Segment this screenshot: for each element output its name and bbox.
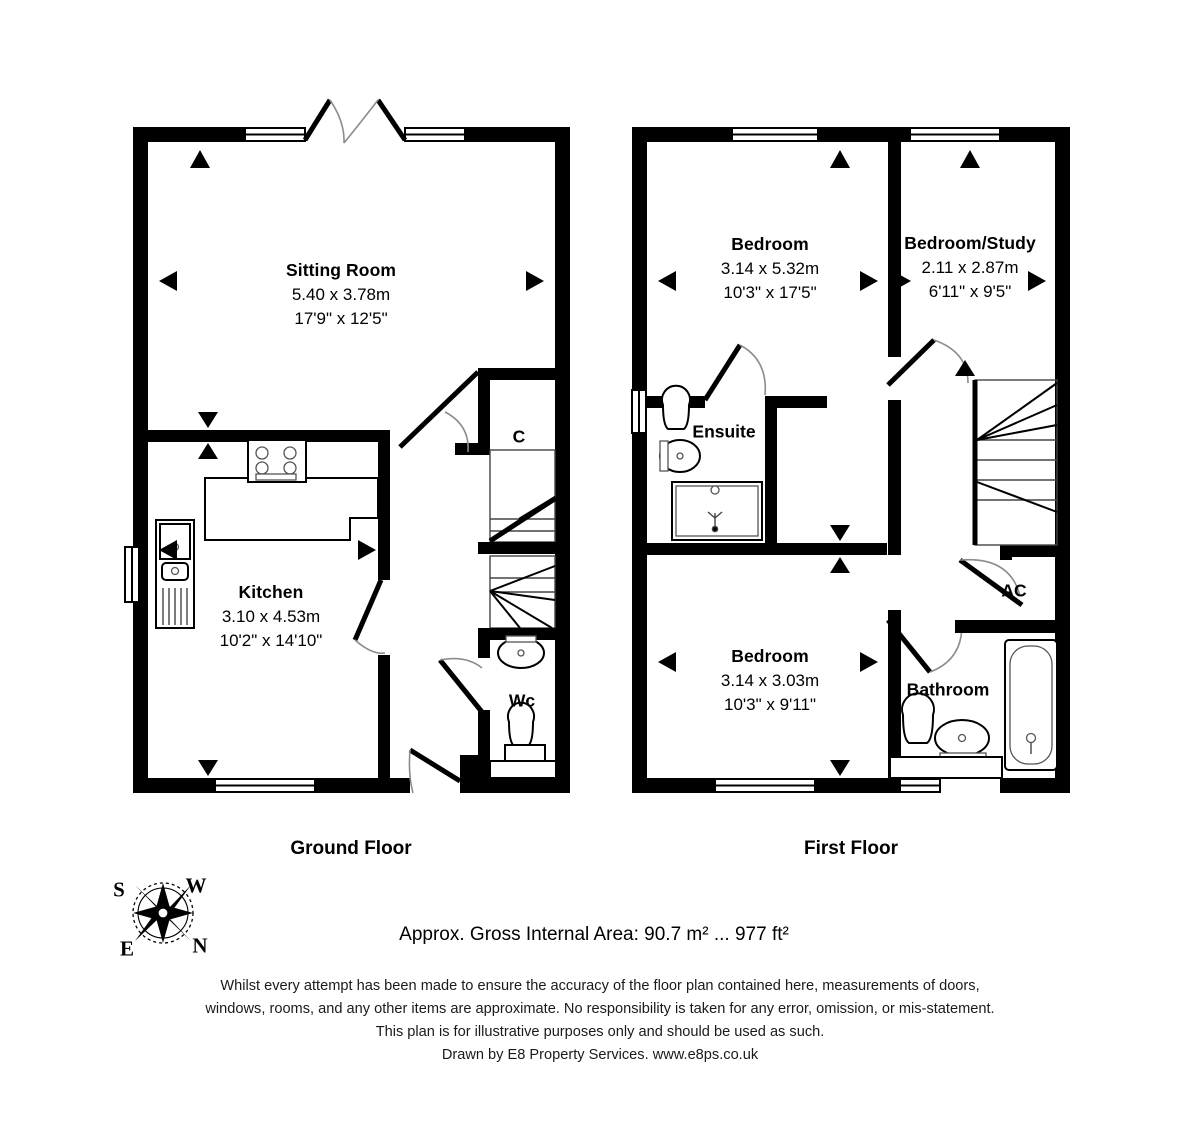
wall-gf-sitting-kitchen xyxy=(148,430,390,442)
wall-ff-ac-left xyxy=(1000,545,1012,560)
dim-arrow-gf-5 xyxy=(198,443,218,459)
door-swing-front-entrance xyxy=(408,749,414,794)
wall-gf-wc-left-lower xyxy=(478,710,490,760)
door-swing-bedroom-1 xyxy=(739,344,767,396)
dim-arrow-ff-5 xyxy=(893,271,911,291)
dim-arrow-ff-2 xyxy=(960,150,980,168)
kitchen-worktop xyxy=(204,477,379,541)
door-swing-kitchen xyxy=(354,639,386,655)
bathroom-counter xyxy=(889,756,1003,779)
basin-taps-wc xyxy=(505,635,537,643)
wall-ff-bed1-study xyxy=(888,127,901,357)
door-french-left xyxy=(302,98,333,142)
bath-drain xyxy=(1025,732,1037,744)
door-bedroom-2 xyxy=(886,618,932,674)
door-swing-bedroom-study xyxy=(933,339,969,384)
wall-ff-bottom-right xyxy=(1000,778,1070,793)
wall-ff-ac-top xyxy=(1000,545,1058,557)
wall-gf-right xyxy=(555,127,570,793)
staircase-ground-upper xyxy=(489,449,556,543)
dim-arrow-gf-1 xyxy=(190,150,210,168)
wall-gf-hall-cupboard-sill xyxy=(455,443,490,455)
dim-arrow-gf-7 xyxy=(358,540,376,560)
dim-arrow-ff-12 xyxy=(830,760,850,776)
door-kitchen xyxy=(352,579,384,641)
wall-ff-bottom-left xyxy=(632,778,715,793)
wall-gf-top-left xyxy=(133,127,245,142)
toilet-bathroom xyxy=(901,692,935,744)
dim-arrow-ff-7 xyxy=(955,360,975,376)
toilet-ensuite xyxy=(661,384,691,430)
door-bedroom-study xyxy=(886,338,936,387)
door-swing-french-left xyxy=(329,99,345,144)
wall-ff-bottom-mid xyxy=(815,778,890,793)
door-swing-french-right xyxy=(343,99,379,144)
ground-floor-drawing xyxy=(124,98,570,794)
wall-gf-top-far-right xyxy=(473,127,570,142)
wall-ff-ensuite-top-right xyxy=(765,396,827,408)
wall-ff-left xyxy=(632,127,647,793)
wc-unit xyxy=(489,760,557,779)
dim-arrow-gf-8 xyxy=(198,760,218,776)
wall-ff-top-left xyxy=(632,127,732,142)
door-swing-wc xyxy=(439,657,483,669)
door-bathroom xyxy=(958,557,1024,608)
door-wc xyxy=(438,658,484,714)
wall-ff-top-mid xyxy=(818,127,910,142)
door-french-right xyxy=(375,98,408,142)
door-bedroom-1 xyxy=(702,343,743,402)
door-swing-sitting-room xyxy=(444,411,469,453)
wall-gf-cupboard-top xyxy=(478,368,556,380)
wall-gf-bottom-left xyxy=(133,778,215,793)
dim-arrow-ff-8 xyxy=(830,525,850,541)
kitchen-drainer xyxy=(162,588,188,625)
door-front-entrance xyxy=(408,747,462,784)
dim-arrow-ff-11 xyxy=(860,652,878,672)
wall-ff-landing-bed2 xyxy=(888,610,901,793)
wall-gf-kitchen-hall-mid xyxy=(378,545,390,580)
cistern-wc xyxy=(504,744,546,762)
wall-gf-cupboard-left xyxy=(478,368,490,450)
wall-ff-ac-bottom xyxy=(955,620,1060,633)
wall-gf-wc-corner xyxy=(460,755,490,780)
door-sitting-room xyxy=(398,370,480,449)
wall-ff-landing-bed1 xyxy=(888,400,901,555)
dim-arrow-ff-1 xyxy=(830,150,850,168)
wall-gf-kitchen-hall-lower xyxy=(378,655,390,785)
dim-arrow-ff-4 xyxy=(860,271,878,291)
wall-ff-top-right xyxy=(1000,127,1070,142)
toilet-wc xyxy=(507,701,535,747)
first-floor-drawing xyxy=(631,127,1070,793)
wall-gf-left xyxy=(133,127,148,793)
wall-gf-bottom-right xyxy=(460,778,570,793)
compass-rose-graphic xyxy=(132,882,194,944)
dim-arrow-ff-10 xyxy=(658,652,676,672)
staircase-first xyxy=(974,379,1058,546)
wall-gf-bottom-mid xyxy=(315,778,410,793)
shower-drain-ensuite xyxy=(710,485,720,495)
wall-gf-wc-left-upper xyxy=(478,628,490,658)
dim-arrow-gf-4 xyxy=(198,412,218,428)
shower-head-ensuite xyxy=(707,511,723,533)
wall-gf-stair-divider xyxy=(478,542,556,554)
dim-arrow-gf-3 xyxy=(526,271,544,291)
door-swing-bathroom xyxy=(959,558,1021,597)
dim-arrow-ff-3 xyxy=(658,271,676,291)
wall-gf-kitchen-hall-upper xyxy=(378,430,390,550)
wall-ff-ensuite-right xyxy=(765,396,777,553)
basin-taps-ensuite xyxy=(659,440,669,472)
dim-arrow-ff-9 xyxy=(830,557,850,573)
kitchen-hob-controls xyxy=(255,473,297,481)
dim-arrow-ff-6 xyxy=(1028,271,1046,291)
wall-ff-bed2-top xyxy=(647,543,887,555)
dim-arrow-gf-6 xyxy=(159,540,177,560)
dim-arrow-gf-2 xyxy=(159,271,177,291)
